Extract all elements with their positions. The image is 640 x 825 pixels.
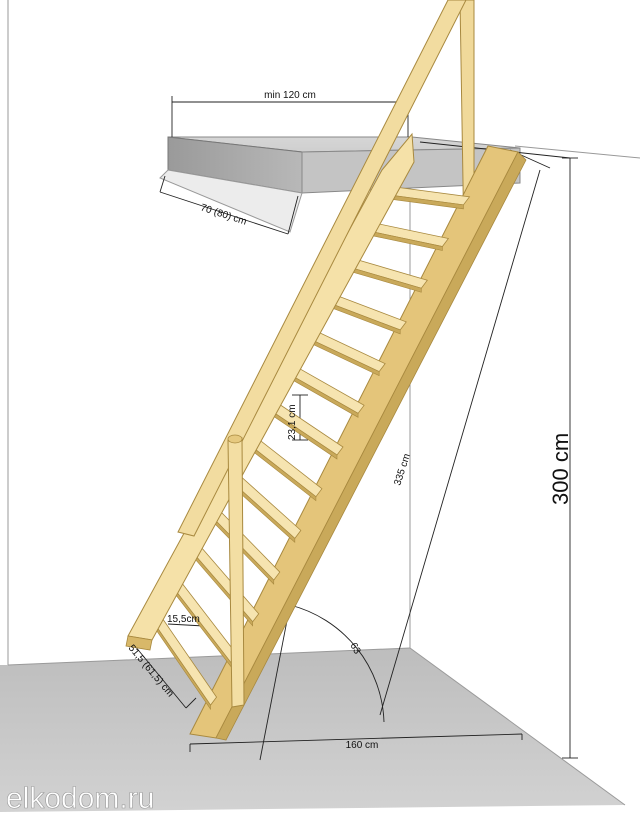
- label-angle: 63: [347, 641, 362, 657]
- floor: [0, 648, 625, 812]
- label-opening-length: min 120 cm: [264, 90, 316, 101]
- back-wall: [8, 0, 640, 665]
- floor-corner-line: [409, 647, 626, 806]
- label-tread-depth: 15,5cm: [167, 614, 200, 625]
- ceiling-wall-line: [514, 145, 640, 159]
- dimension-lines: [129, 96, 578, 761]
- label-footprint-length: 160 cm: [346, 740, 379, 751]
- opening-underside: [159, 169, 303, 233]
- label-riser-height: 23,1 cm: [287, 404, 298, 440]
- floor-back-line: [7, 647, 411, 666]
- handrail: [177, 0, 467, 537]
- lower-post-cap: [227, 434, 243, 444]
- label-total-height: 300 cm: [548, 433, 573, 505]
- staircase: [125, 0, 527, 741]
- rear-stringer-face: [215, 151, 527, 741]
- front-stringer-edge: [125, 635, 153, 651]
- watermark: elkodom.ru: [6, 782, 154, 815]
